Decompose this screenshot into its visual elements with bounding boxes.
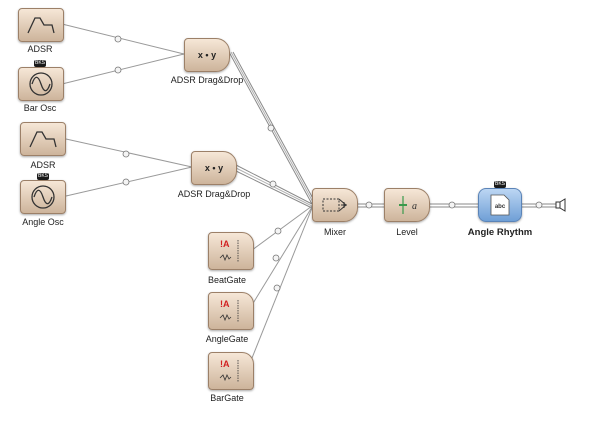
- sine-wave-icon: [29, 72, 53, 96]
- node-label: BarGate: [210, 393, 244, 403]
- cable-junctions: [114, 35, 543, 292]
- beatgate-node[interactable]: !A: [208, 232, 254, 270]
- node-label: ADSR: [27, 44, 53, 54]
- gate-glyph: !A: [220, 299, 230, 309]
- cable-bargate-to-mixer[interactable]: [243, 207, 313, 379]
- mixer-icon: [322, 198, 347, 212]
- rhythm-glyph: abc: [495, 204, 506, 210]
- bks-badge: BKS: [37, 173, 49, 180]
- cable-anglegate-to-mixer[interactable]: [243, 206, 313, 319]
- node-label: Mixer: [324, 227, 346, 237]
- junction-dot[interactable]: [122, 150, 130, 158]
- document-icon: abc: [490, 194, 510, 216]
- cable-adsr1-to-dd1[interactable]: [61, 23, 185, 55]
- junction-dot[interactable]: [535, 201, 543, 209]
- gate-glyph: !A: [220, 239, 230, 249]
- junction-dot[interactable]: [267, 124, 275, 132]
- envelope-icon: [27, 17, 55, 34]
- gate-glyph: !A: [220, 359, 230, 369]
- cable-barosc-to-dd1[interactable]: [61, 53, 185, 85]
- node-label: ADSR: [30, 160, 56, 170]
- node-label: Angle Osc: [22, 217, 64, 227]
- junction-dot[interactable]: [365, 201, 373, 209]
- multiply-node[interactable]: x • y: [191, 151, 237, 185]
- adsr-node[interactable]: [18, 8, 64, 42]
- operator-text: x • y: [197, 50, 217, 60]
- angle-rhythm-node[interactable]: abc: [478, 188, 522, 222]
- level-fader-icon: a: [399, 196, 417, 214]
- multiply-node[interactable]: x • y: [184, 38, 230, 72]
- envelope-icon: [29, 131, 57, 148]
- mixer-node[interactable]: [312, 188, 358, 222]
- node-label: Level: [396, 227, 418, 237]
- adsr-node[interactable]: [20, 122, 66, 156]
- node-label: Angle Rhythm: [467, 227, 533, 238]
- node-label: Bar Osc: [23, 103, 57, 113]
- angle-osc-node[interactable]: [20, 180, 66, 214]
- junction-dot[interactable]: [122, 178, 130, 186]
- junction-dot[interactable]: [272, 254, 280, 262]
- gate-icon: !A: [219, 299, 239, 322]
- speaker-output-icon[interactable]: [555, 198, 566, 212]
- junction-dot[interactable]: [448, 201, 456, 209]
- junction-dot[interactable]: [274, 227, 282, 235]
- node-label: BeatGate: [207, 275, 247, 285]
- bks-badge: BKS: [34, 60, 46, 67]
- level-node[interactable]: a: [384, 188, 430, 222]
- junction-dot[interactable]: [114, 66, 122, 74]
- bks-badge: BKS: [494, 181, 506, 188]
- junction-dot[interactable]: [269, 180, 277, 188]
- gate-icon: !A: [219, 239, 239, 262]
- operator-text: x • y: [204, 163, 224, 173]
- junction-dot[interactable]: [273, 284, 281, 292]
- sine-wave-icon: [31, 185, 55, 209]
- node-label: ADSR Drag&Drop: [177, 189, 251, 199]
- node-label: AngleGate: [205, 334, 249, 344]
- level-glyph: a: [412, 201, 417, 212]
- anglegate-node[interactable]: !A: [208, 292, 254, 330]
- gate-icon: !A: [219, 359, 239, 382]
- bar-osc-node[interactable]: [18, 67, 64, 101]
- junction-dot[interactable]: [114, 35, 122, 43]
- node-label: ADSR Drag&Drop: [170, 75, 244, 85]
- bargate-node[interactable]: !A: [208, 352, 254, 390]
